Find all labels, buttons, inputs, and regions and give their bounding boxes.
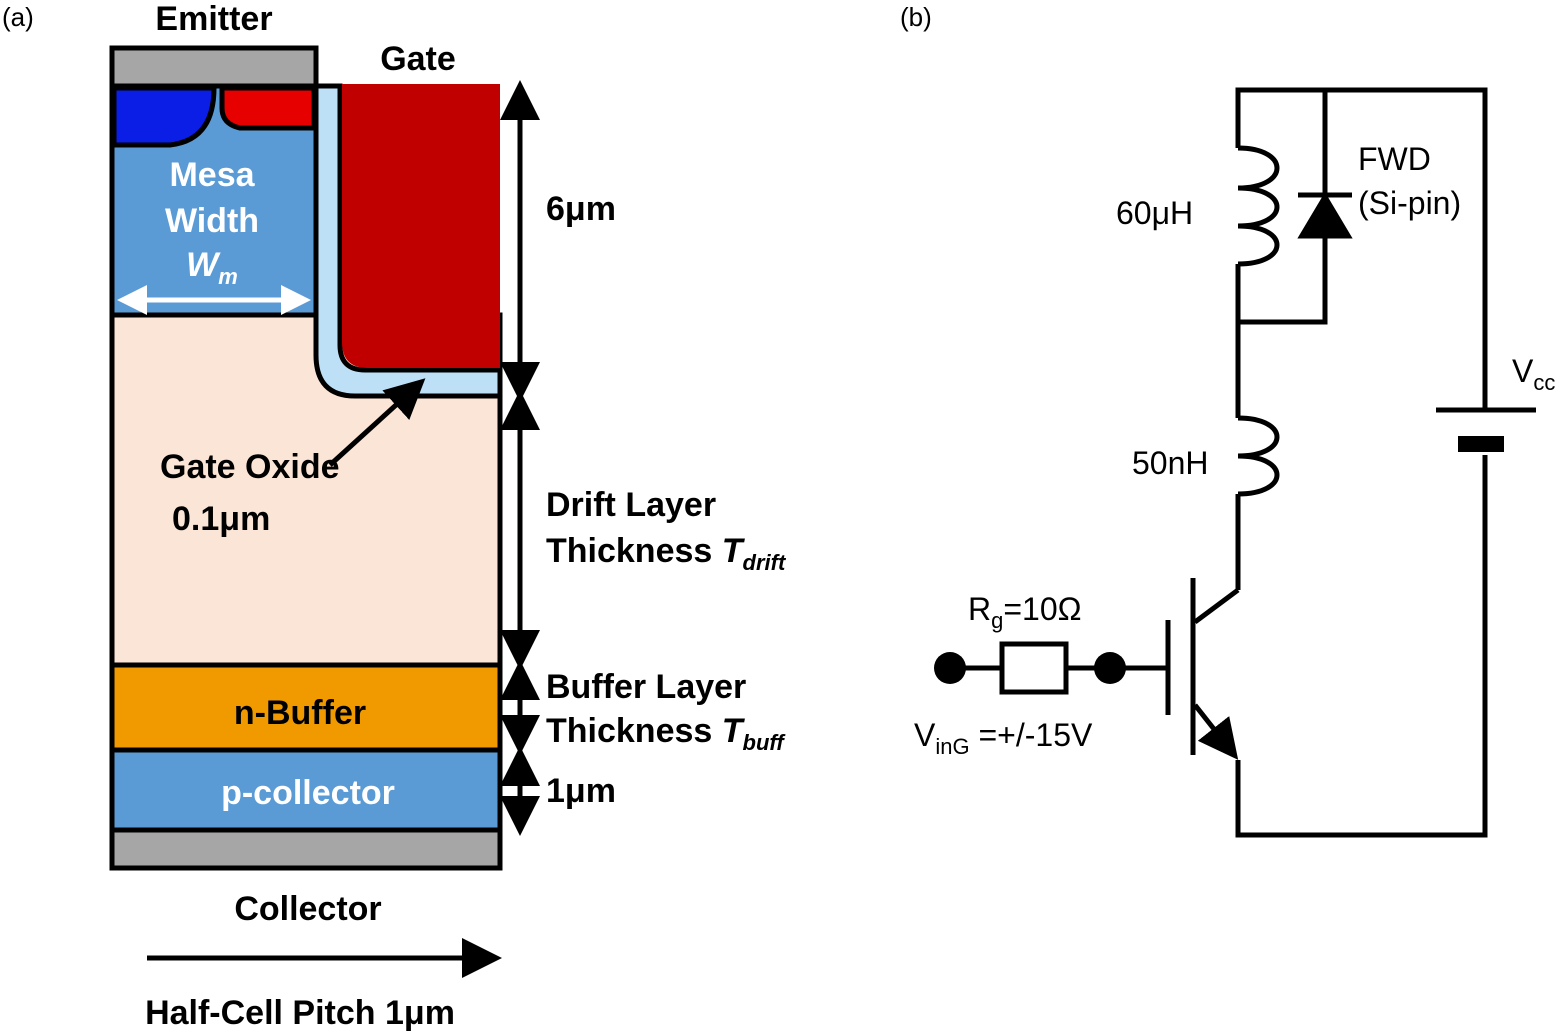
gate-oxide-pointer	[328, 378, 426, 467]
n-buffer-label: n-Buffer	[234, 694, 366, 732]
ving-label: VinG =+/-15V	[914, 717, 1093, 759]
p-plus-contact	[219, 85, 317, 131]
rg-label: Rg=10Ω	[968, 591, 1082, 633]
mesa-symbol: Wm	[186, 246, 238, 289]
panel-b-label: (b)	[900, 2, 932, 32]
igbt-collector-lead	[1193, 587, 1240, 625]
fwd-label-line1: FWD	[1358, 141, 1431, 177]
collector-thickness-label: 1μm	[546, 772, 616, 810]
gate-node-terminal	[1094, 652, 1126, 684]
top-wire	[1235, 87, 1488, 408]
panel-a-cross-section: (a) Emitter Gate Mesa Width Wm n-Buffer …	[2, 0, 787, 1032]
n-plus-emitter	[111, 85, 217, 148]
emitter-metal	[109, 45, 319, 91]
p-collector-region	[109, 747, 503, 833]
vcc-label: Vcc	[1512, 353, 1555, 395]
inductor-50nh-icon	[1237, 415, 1280, 497]
l-stray-label: 50nH	[1132, 445, 1209, 481]
collector-metal	[109, 827, 503, 871]
gate-oxide-label-line2: 0.1μm	[172, 500, 270, 538]
l-load-label: 60μH	[1116, 195, 1193, 231]
fwd-wire	[1238, 90, 1328, 325]
drift-label-line2: Thickness Tdrift	[546, 532, 787, 575]
emitter-return-wire	[1235, 455, 1488, 838]
gate-poly	[342, 84, 500, 368]
pitch-label: Half-Cell Pitch 1μm	[145, 994, 455, 1032]
gate-oxide-label-line1: Gate Oxide	[160, 448, 340, 486]
buffer-label-line1: Buffer Layer	[546, 668, 746, 706]
mesa-label-line2: Width	[165, 202, 259, 240]
collector-label: Collector	[234, 890, 381, 928]
igbt-emitter-lead	[1193, 703, 1239, 760]
inductor-60uh-icon	[1237, 145, 1280, 267]
battery-short-plate	[1458, 436, 1504, 452]
p-collector-label: p-collector	[221, 774, 395, 812]
panel-a-label: (a)	[2, 2, 34, 32]
gate-depth-label: 6μm	[546, 190, 616, 228]
panel-b-circuit: (b) FWD (Si-pin) 60μH 50nH Vcc	[900, 2, 1555, 838]
fwd-diode-icon	[1297, 192, 1353, 239]
gate-resistor-icon	[999, 641, 1069, 695]
gate-label: Gate	[380, 40, 456, 78]
buffer-label-line2: Thickness Tbuff	[546, 712, 786, 755]
emitter-label: Emitter	[155, 0, 272, 38]
drift-label-line1: Drift Layer	[546, 486, 716, 524]
fwd-label-line2: (Si-pin)	[1358, 185, 1461, 221]
mesa-label-line1: Mesa	[169, 156, 255, 194]
